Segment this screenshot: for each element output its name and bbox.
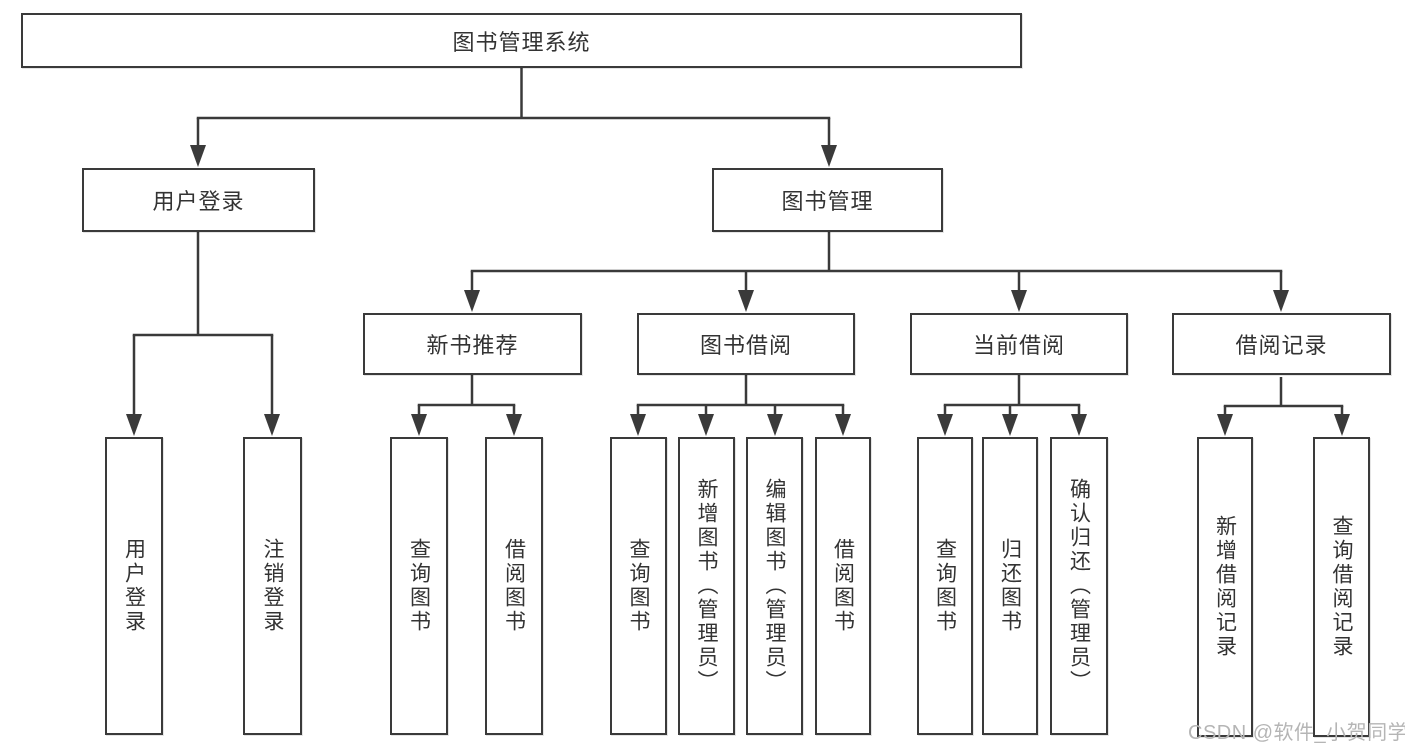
node-label: 确认归还（管理员） [1067, 478, 1091, 694]
node-label: 查询图书 [627, 538, 650, 634]
node-book-borrow: 图书借阅 [637, 313, 855, 375]
node-label: 借阅图书 [831, 538, 855, 634]
node-edit-book-admin: 编辑图书（管理员） [746, 437, 803, 735]
node-label: 查询图书 [933, 538, 957, 634]
node-library-management-system: 图书管理系统 [21, 13, 1022, 68]
node-label: 图书管理系统 [452, 29, 591, 55]
node-label: 注销登录 [261, 538, 284, 634]
node-borrow-records: 借阅记录 [1172, 313, 1391, 375]
node-borrow-books-action: 借阅图书 [815, 437, 871, 735]
node-label: 用户登录 [122, 538, 146, 634]
node-label: 新书推荐 [426, 333, 519, 358]
node-borrow-books-recommend: 借阅图书 [485, 437, 543, 735]
csdn-watermark: CSDN @软件_小贺同学 [1188, 722, 1405, 744]
node-label: 当前借阅 [972, 333, 1065, 358]
node-label: 查询借阅记录 [1330, 515, 1353, 659]
node-user-login-branch: 用户登录 [82, 168, 315, 232]
node-user-login-action: 用户登录 [105, 437, 163, 735]
node-label: 归还图书 [998, 538, 1022, 634]
node-label: 图书借阅 [699, 333, 792, 358]
node-logout-action: 注销登录 [243, 437, 302, 735]
node-label: 查询图书 [407, 538, 431, 634]
node-query-books-recommend: 查询图书 [390, 437, 448, 735]
node-label: 用户登录 [152, 189, 245, 214]
node-confirm-return-admin: 确认归还（管理员） [1050, 437, 1108, 735]
node-query-borrow-record: 查询借阅记录 [1313, 437, 1370, 737]
node-label: 编辑图书（管理员） [763, 478, 786, 694]
node-add-borrow-record: 新增借阅记录 [1197, 437, 1253, 737]
node-label: 新增图书（管理员） [695, 478, 718, 694]
node-label: 借阅图书 [502, 538, 526, 634]
node-add-book-admin: 新增图书（管理员） [678, 437, 735, 735]
node-current-borrow: 当前借阅 [910, 313, 1128, 375]
node-book-management-branch: 图书管理 [712, 168, 943, 232]
node-query-books-current: 查询图书 [917, 437, 973, 735]
node-return-book: 归还图书 [982, 437, 1038, 735]
node-label: 新增借阅记录 [1213, 515, 1237, 659]
node-label: 借阅记录 [1235, 333, 1328, 358]
node-label: 图书管理 [781, 189, 874, 214]
node-query-books-borrow: 查询图书 [610, 437, 667, 735]
node-new-book-recommend: 新书推荐 [363, 313, 582, 375]
